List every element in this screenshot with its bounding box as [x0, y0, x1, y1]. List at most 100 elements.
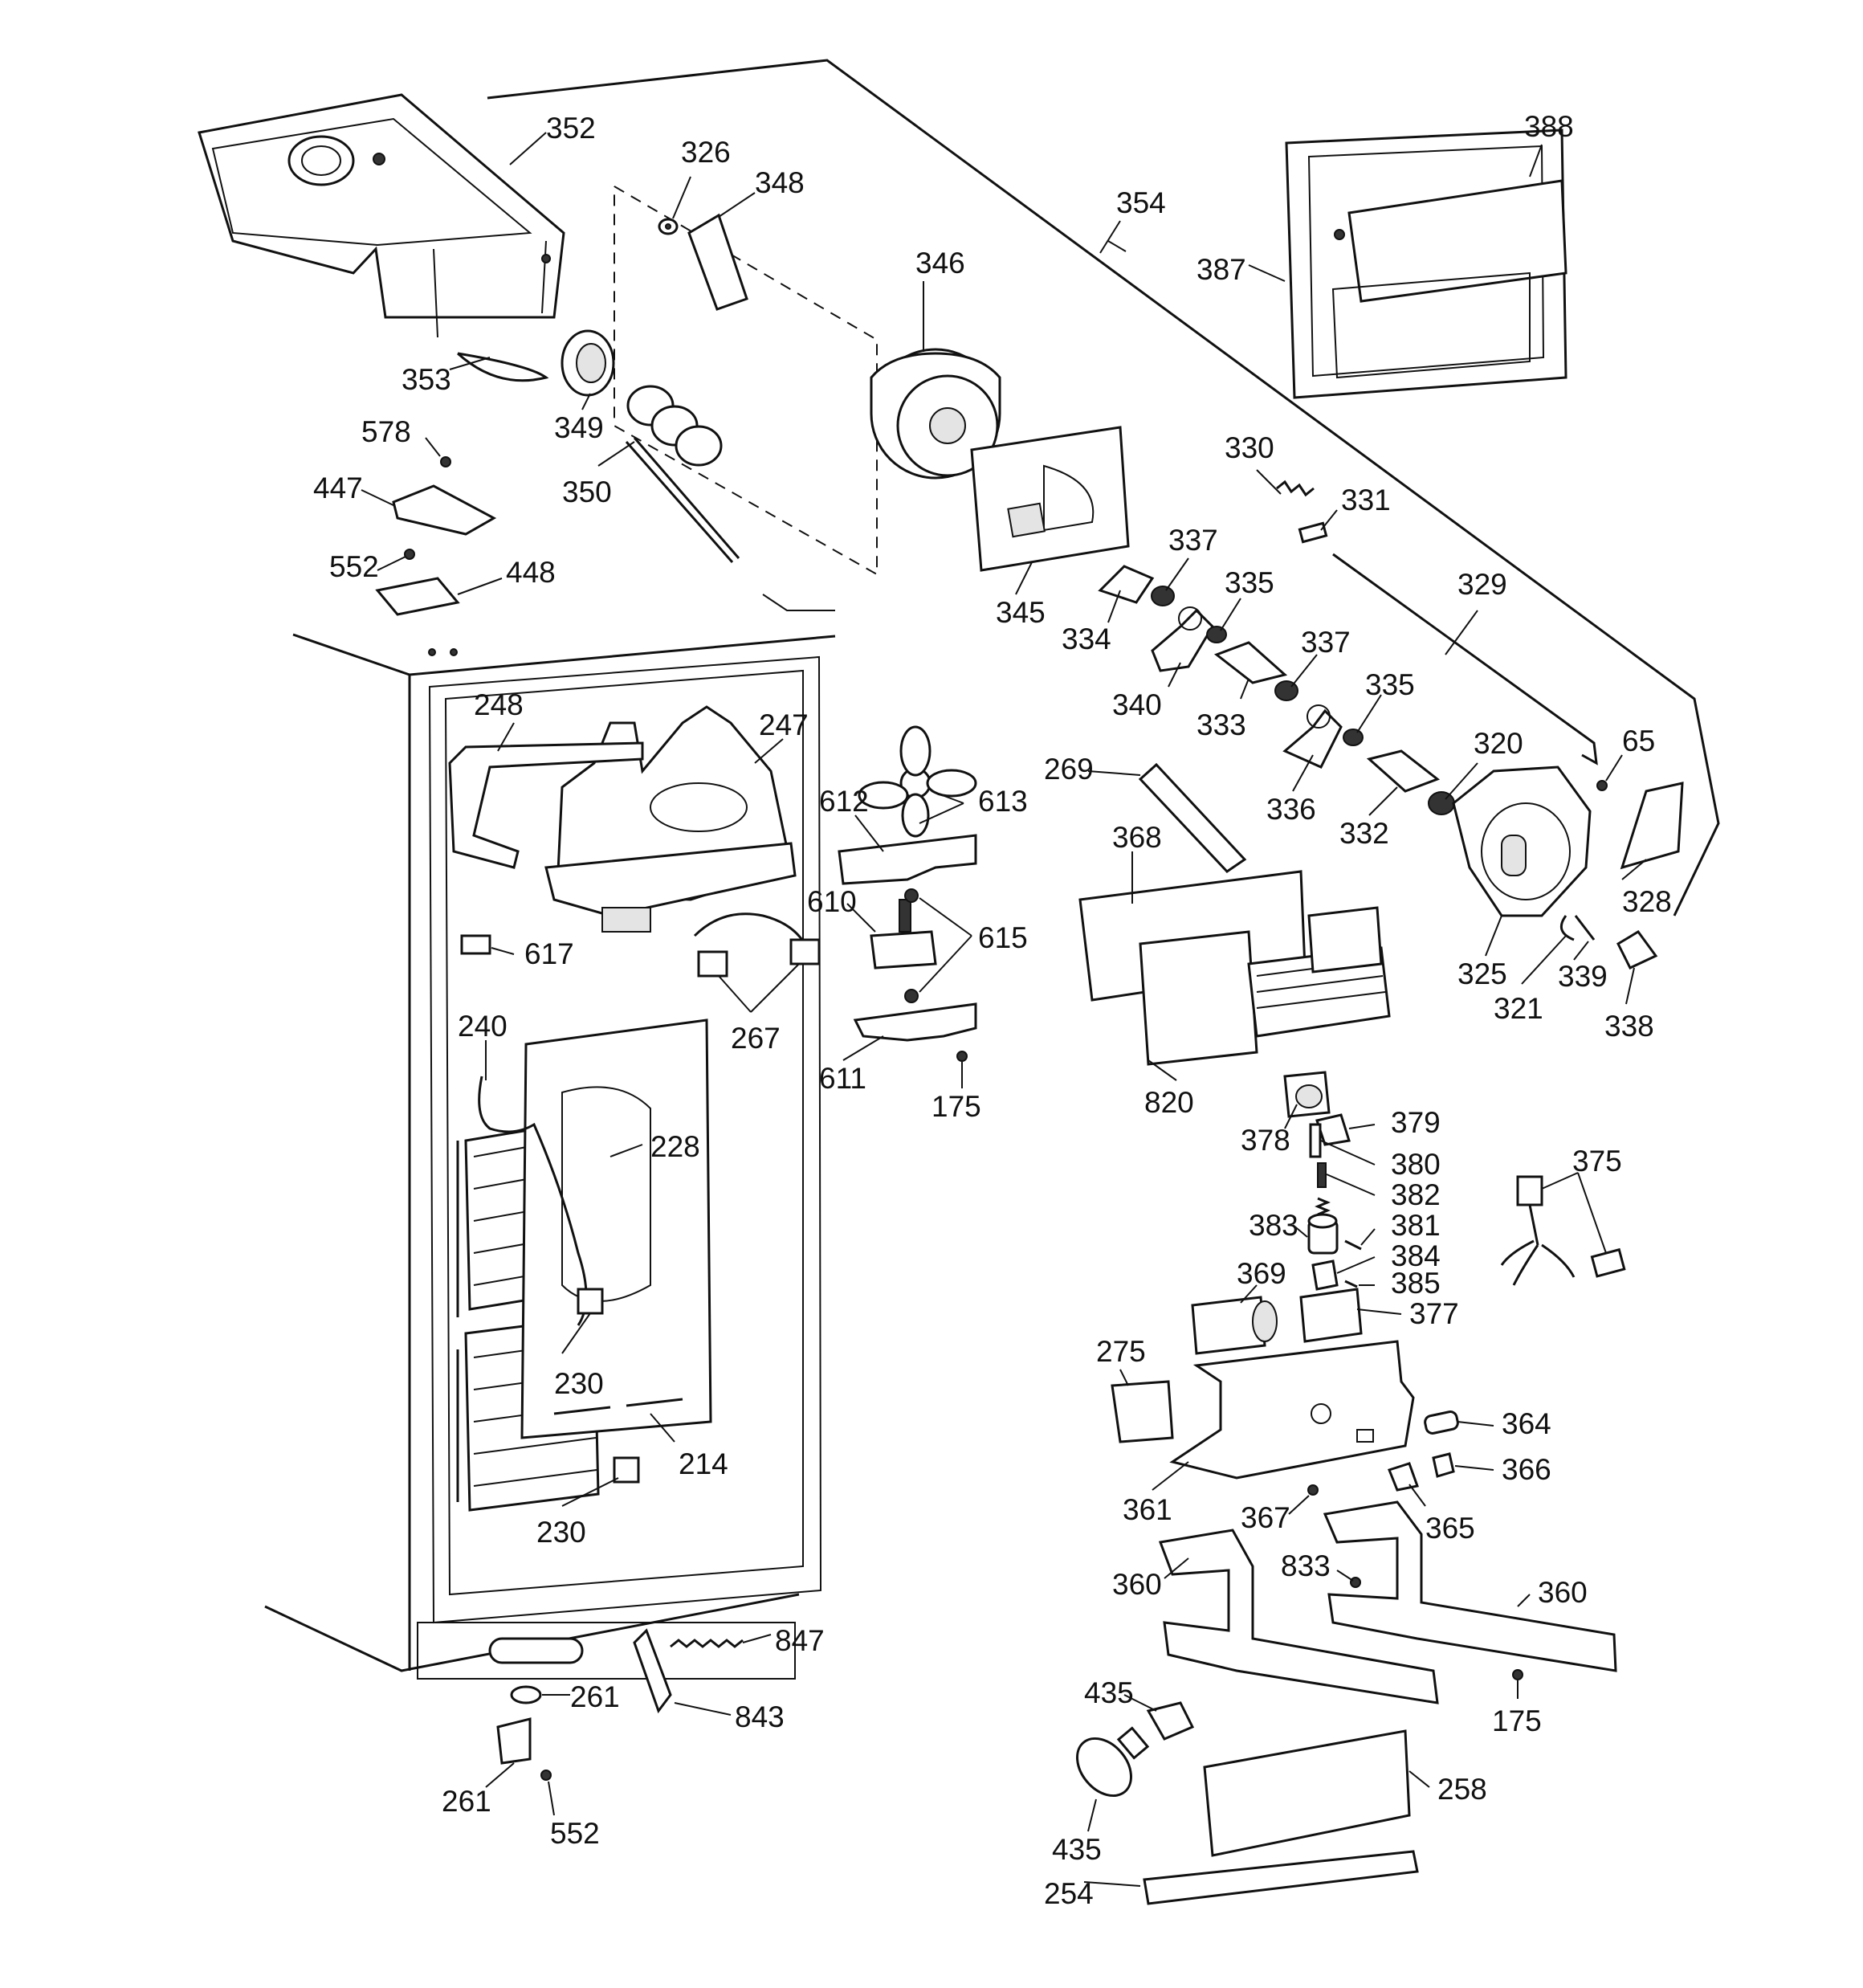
- callout-377: 377: [1409, 1297, 1459, 1330]
- bushing-335b: [1343, 729, 1364, 746]
- callout-329: 329: [1457, 568, 1507, 601]
- bulb-435: [1076, 1726, 1150, 1798]
- spring-847: [670, 1639, 744, 1648]
- pin-385: [1344, 1280, 1358, 1288]
- callout-335b: 335: [1365, 668, 1415, 701]
- screw-367: [1307, 1484, 1319, 1496]
- terminal-230a: [577, 1288, 604, 1315]
- screw-578: [440, 456, 451, 467]
- screw-552b: [540, 1770, 552, 1781]
- callout-332: 332: [1339, 817, 1389, 850]
- fill-tube-269: [1138, 762, 1247, 873]
- callout-382: 382: [1391, 1178, 1441, 1211]
- tube-248: [448, 741, 644, 869]
- callout-360b: 360: [1538, 1576, 1588, 1609]
- ice-bucket: [198, 93, 565, 338]
- callout-613: 613: [978, 785, 1028, 818]
- callout-365: 365: [1425, 1512, 1475, 1545]
- clip-384: [1311, 1259, 1339, 1291]
- callout-348: 348: [755, 166, 805, 199]
- callout-833: 833: [1281, 1549, 1331, 1582]
- connector-617: [460, 934, 491, 955]
- pin-381: [1344, 1239, 1362, 1251]
- callout-340: 340: [1112, 688, 1162, 721]
- heater-240: [478, 1076, 588, 1326]
- callout-447: 447: [313, 471, 363, 504]
- mounting-plate-345: [970, 426, 1130, 572]
- bracket-447: [392, 484, 497, 536]
- callout-333: 333: [1196, 708, 1246, 741]
- bracket-261: [496, 1717, 532, 1765]
- cam-wire-353: [456, 352, 549, 382]
- screw-833: [1350, 1577, 1361, 1588]
- bracket-338: [1616, 930, 1658, 970]
- cover-328: [1620, 782, 1684, 870]
- callout-321: 321: [1494, 992, 1543, 1025]
- callout-388: 388: [1524, 110, 1574, 143]
- screw-175a: [956, 1051, 968, 1062]
- trim-254: [1143, 1850, 1419, 1905]
- callout-847: 847: [775, 1624, 825, 1657]
- pin-339: [1574, 915, 1596, 941]
- callout-435a: 435: [1084, 1676, 1134, 1709]
- bushing-335a: [1206, 626, 1227, 643]
- callout-617: 617: [524, 937, 574, 970]
- callout-175b: 175: [1492, 1704, 1542, 1737]
- callout-379: 379: [1391, 1106, 1441, 1139]
- harness-375: [1500, 1175, 1626, 1286]
- callout-435b: 435: [1052, 1833, 1102, 1866]
- callout-337b: 337: [1301, 626, 1351, 659]
- callout-328: 328: [1622, 885, 1672, 918]
- callout-330: 330: [1225, 431, 1274, 464]
- callout-labels: 352 326 348 346 354 388 387 353 349 350 …: [313, 110, 1672, 1910]
- back-cover-214: [520, 1018, 712, 1439]
- freezer-section-outline: [487, 59, 1720, 916]
- cam-340: [1151, 606, 1214, 672]
- callout-610: 610: [807, 885, 857, 918]
- callout-369: 369: [1237, 1257, 1286, 1290]
- plunger-379: [1315, 1113, 1351, 1146]
- motor-housing-325: [1452, 765, 1592, 917]
- callout-230b: 230: [536, 1516, 586, 1549]
- callout-366: 366: [1502, 1453, 1551, 1486]
- motor-369: [1191, 1296, 1278, 1355]
- callout-175a: 175: [932, 1090, 981, 1123]
- rail-360b: [1323, 1500, 1617, 1672]
- dispenser-frame-361: [1169, 1340, 1415, 1480]
- callout-360a: 360: [1112, 1568, 1162, 1601]
- callout-320: 320: [1474, 727, 1523, 760]
- fan-shroud-247: [544, 705, 797, 933]
- screw-552a: [404, 549, 415, 560]
- bushing-337a: [1151, 586, 1175, 606]
- auger-350: [625, 385, 740, 563]
- callout-820: 820: [1144, 1086, 1194, 1119]
- gear-334: [1098, 565, 1155, 604]
- spring-382: [1315, 1197, 1331, 1216]
- callout-214: 214: [679, 1447, 728, 1480]
- pin-382: [1317, 1162, 1327, 1188]
- callout-275: 275: [1096, 1335, 1146, 1368]
- callout-552b: 552: [550, 1817, 600, 1850]
- callout-248: 248: [474, 688, 524, 721]
- gear-332: [1366, 749, 1441, 793]
- callout-364: 364: [1502, 1407, 1551, 1440]
- callout-337a: 337: [1168, 524, 1218, 557]
- cabinet-frame: [264, 594, 836, 1680]
- callout-331: 331: [1341, 484, 1391, 516]
- bracket-448: [375, 577, 460, 616]
- callout-228: 228: [650, 1130, 700, 1163]
- callout-615: 615: [978, 921, 1028, 954]
- callout-336: 336: [1266, 793, 1316, 826]
- callout-339: 339: [1558, 960, 1608, 993]
- washer-261: [510, 1685, 542, 1704]
- callout-380: 380: [1391, 1148, 1441, 1181]
- rail-360a: [1158, 1529, 1439, 1704]
- callout-346: 346: [915, 247, 965, 280]
- callout-354: 354: [1116, 186, 1166, 219]
- clip-331: [1298, 521, 1328, 544]
- gear-333: [1213, 641, 1288, 684]
- callout-448: 448: [506, 556, 556, 589]
- callout-258: 258: [1437, 1773, 1487, 1806]
- auger-bearing: [561, 329, 615, 397]
